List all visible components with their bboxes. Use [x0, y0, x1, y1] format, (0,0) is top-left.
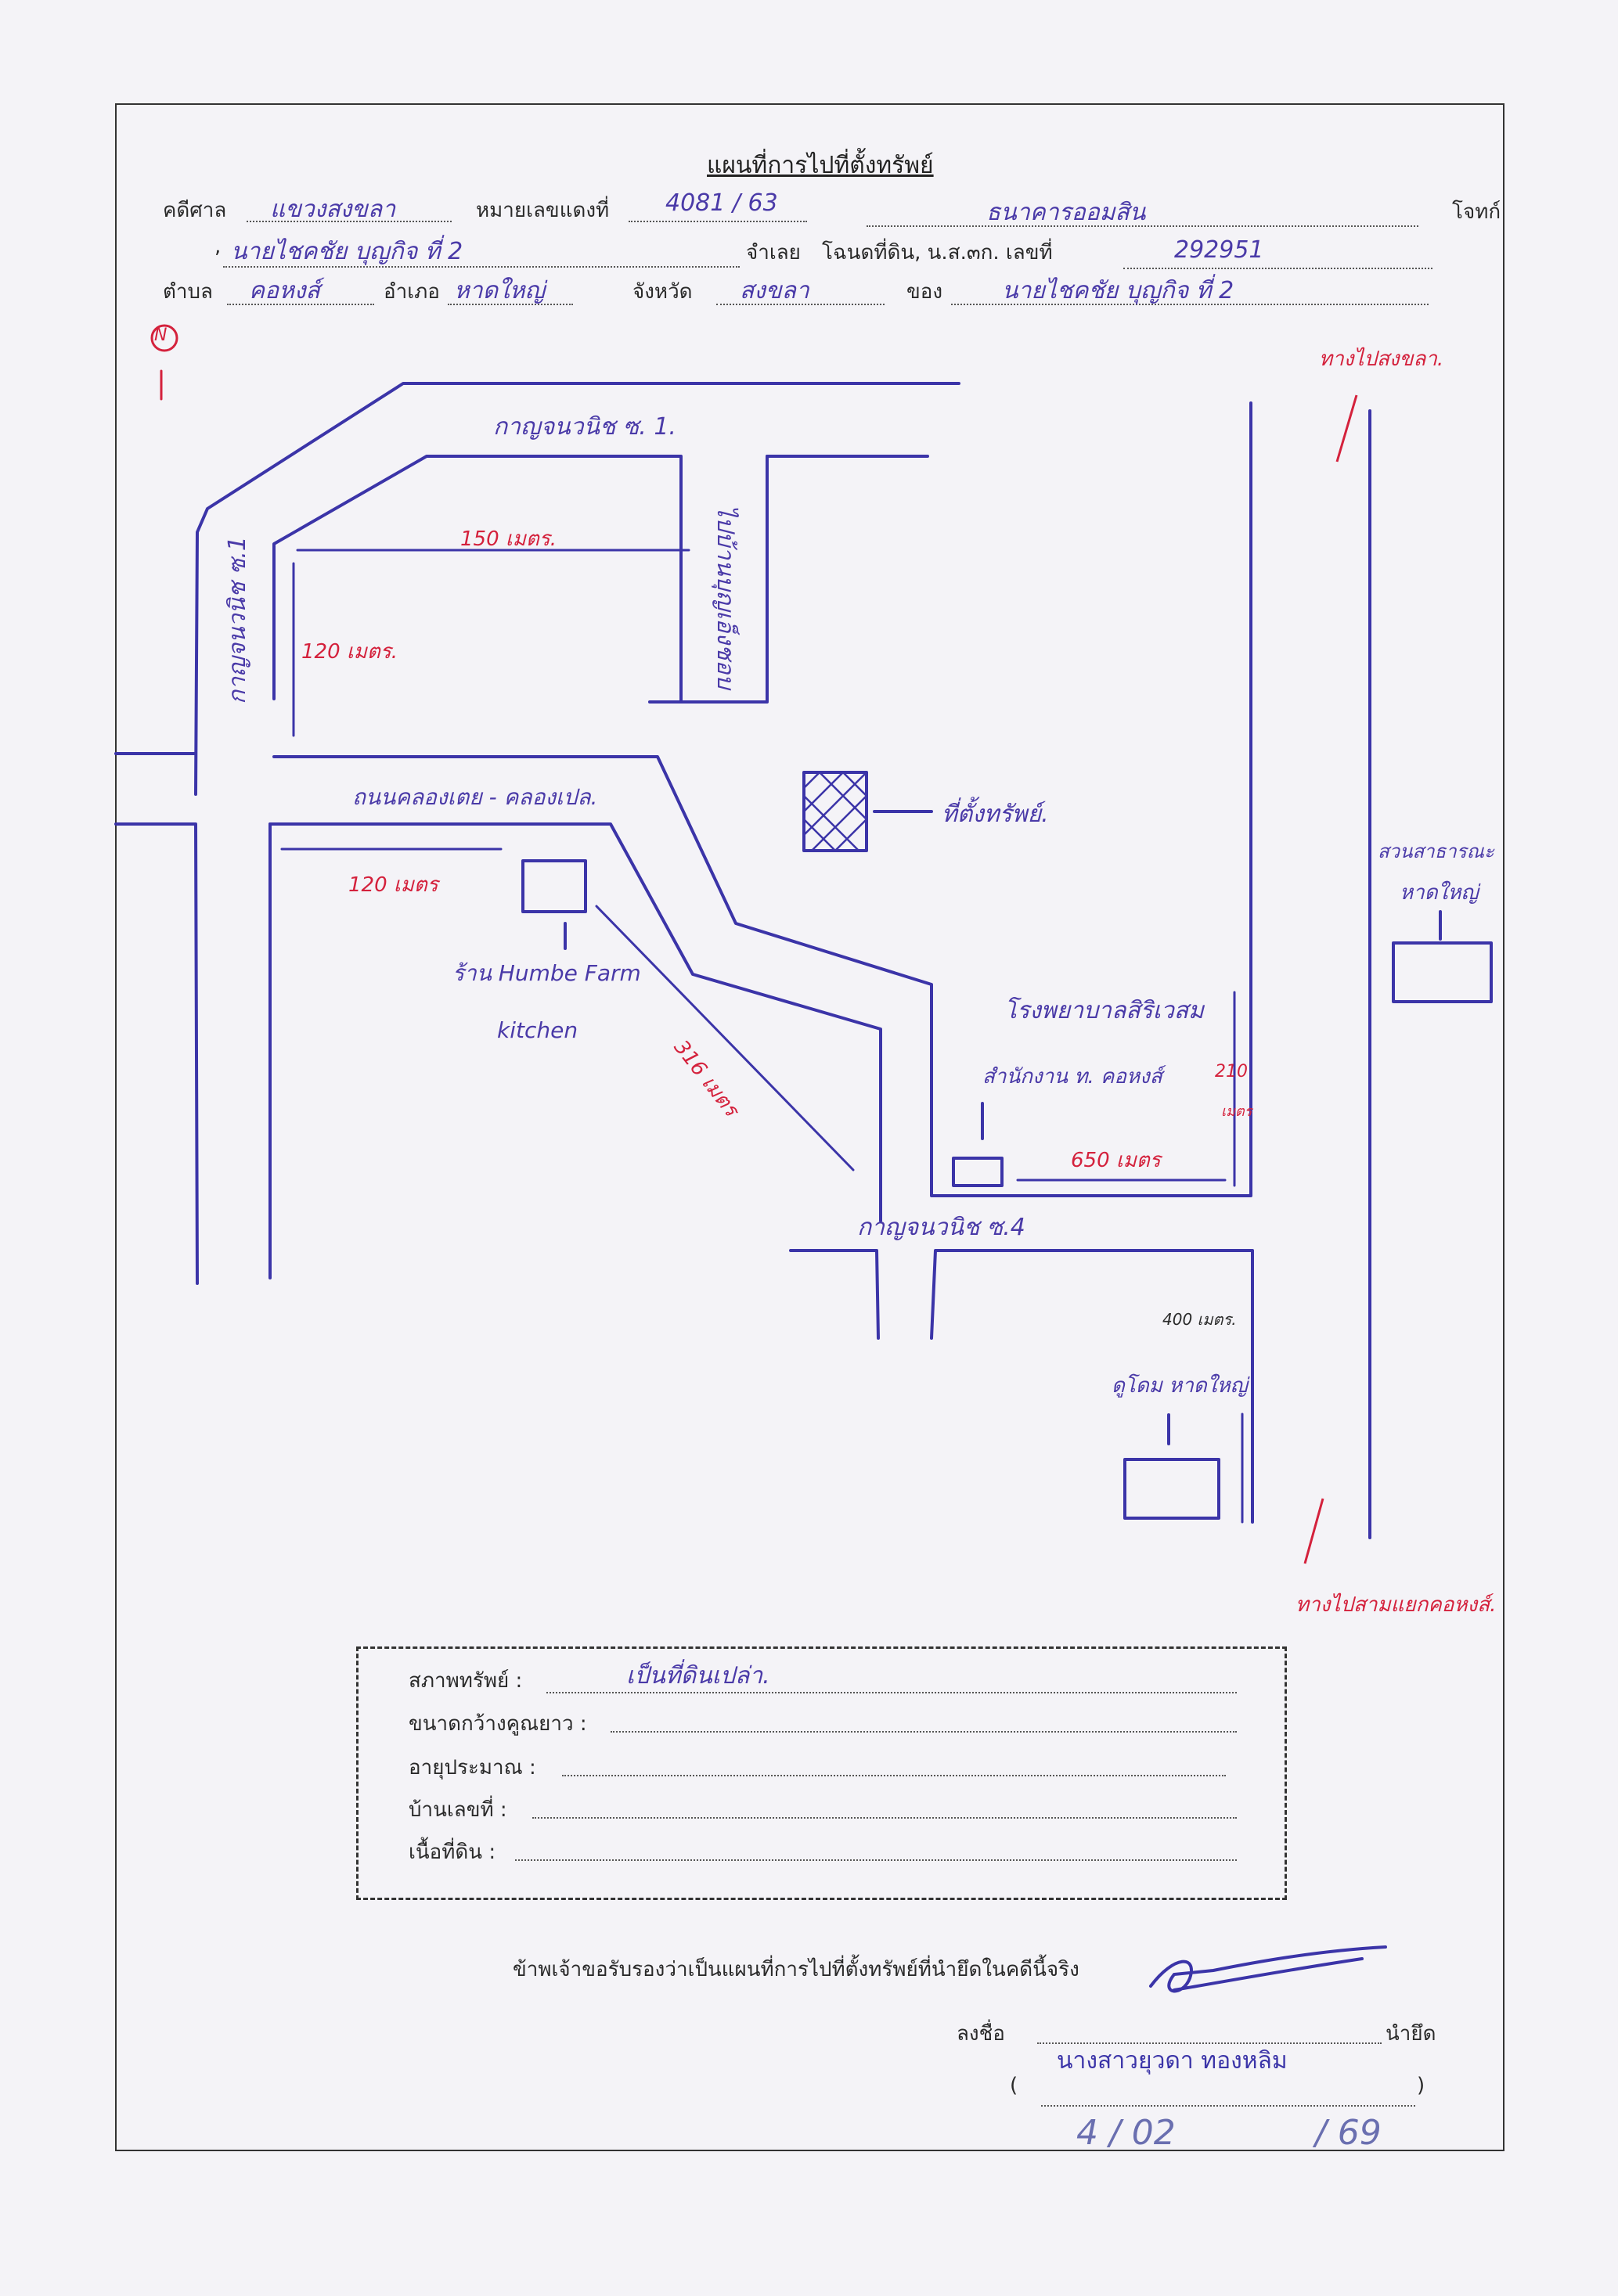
condition-value: เป็นที่ดินเปล่า. — [626, 1662, 770, 1690]
to-junction-label: ทางไปสามแยกคอหงส์. — [1295, 1593, 1497, 1617]
road-middle-lower — [268, 822, 882, 1222]
plaintiff-label: โจทก์ — [1452, 200, 1501, 224]
case-line — [629, 221, 807, 222]
road-top-outer — [194, 382, 960, 796]
district-value: หาดใหญ่ — [454, 277, 546, 304]
age-label: อายุประมาณ : — [409, 1756, 536, 1780]
age-line — [562, 1775, 1226, 1776]
seizer-label: นำยึด — [1386, 2022, 1436, 2046]
area-label: เนื้อที่ดิน : — [409, 1841, 496, 1864]
defendant-value: นายไชคชัย บุญกิจ ที่ 2 — [231, 238, 463, 265]
road-bottom-right — [930, 1249, 1254, 1524]
arrow-songkhla — [1335, 394, 1358, 462]
dist-210-unit: เมตร — [1221, 1103, 1252, 1120]
humble-farm-box — [521, 859, 587, 913]
subdistrict-line — [227, 304, 374, 305]
name-value: นางสาวยุวดา ทองหลิม — [1057, 2047, 1288, 2075]
area-line — [515, 1859, 1237, 1861]
road-vertical-right — [648, 455, 769, 704]
plaintiff-value: ธนาคารออมสิน — [986, 199, 1146, 226]
property-hatch — [802, 771, 868, 852]
document-frame — [115, 103, 1504, 2151]
deed-value: 292951 — [1174, 236, 1264, 264]
park-box — [1392, 941, 1493, 1003]
owner-line — [951, 304, 1429, 305]
name-line — [1041, 2105, 1415, 2107]
dist-120-lower-label: 120 เมตร — [348, 873, 438, 897]
dist-650-label: 650 เมตร — [1071, 1149, 1161, 1172]
house-line — [532, 1817, 1237, 1819]
case-label: หมายเลขแดงที่ — [476, 199, 610, 222]
road-top-label: กาญจนวนิช ซ. 1. — [493, 413, 676, 441]
province-line — [716, 304, 885, 305]
dist-150-label: 150 เมตร. — [460, 527, 557, 551]
case-value: 4081 / 63 — [665, 189, 778, 217]
dome-box — [1123, 1458, 1220, 1520]
court-label: คดีศาล — [163, 199, 227, 222]
sign-line — [1037, 2042, 1382, 2044]
court-value: แขวงสงขลา — [270, 196, 396, 223]
province-value: สงขลา — [740, 277, 809, 304]
humble-label: ร้าน Humbe Farm — [452, 960, 641, 986]
subdistrict-label: ตำบล — [163, 280, 213, 304]
size-line — [611, 1731, 1237, 1733]
road-top-inner — [272, 455, 683, 702]
road-left-label: กาญจนวนิช ซ.1 — [224, 536, 251, 704]
certify-text: ข้าพเจ้าขอรับรองว่าเป็นแผนที่การไปที่ตั้… — [513, 1958, 1079, 1981]
road-bottom-left — [789, 1249, 880, 1340]
province-label: จังหวัด — [632, 280, 693, 304]
road-bottom-label: กาญจนวนิช ซ.4 — [857, 1214, 1025, 1241]
house-label: บ้านเลขที่ : — [409, 1798, 507, 1822]
paren-close: ) — [1417, 2074, 1425, 2097]
court-line — [247, 221, 452, 222]
date-day: 4 / 02 — [1076, 2113, 1176, 2153]
hospital-label: โรงพยาบาลสิริเวสม — [1004, 997, 1204, 1024]
dim-diag — [595, 905, 855, 1171]
property-info-box — [356, 1646, 1287, 1900]
park-label: สวนสาธารณะ — [1378, 840, 1494, 862]
dist-210-label: 210 — [1215, 1062, 1248, 1081]
north-label: N — [154, 326, 168, 345]
deed-line — [1123, 268, 1432, 269]
road-middle — [272, 401, 1252, 1197]
dist-120-top-label: 120 เมตร. — [301, 640, 398, 664]
owner-value: นายไชคชัย บุญกิจ ที่ 2 — [1002, 277, 1234, 304]
plaintiff-line — [867, 225, 1418, 227]
road-middle-label: ถนนคลองเตย - คลองเปล. — [352, 784, 598, 810]
arrow-junction — [1303, 1498, 1324, 1564]
defendant-line — [223, 266, 740, 268]
road-left-lower — [114, 822, 199, 1285]
condition-label: สภาพทรัพย์ : — [409, 1669, 523, 1693]
hatyai-label: หาดใหญ่ — [1400, 881, 1479, 905]
district-label: อำเภอ — [384, 280, 440, 304]
district-office-box — [952, 1157, 1004, 1187]
kitchen-label: kitchen — [497, 1017, 578, 1043]
property-label: ที่ตั้งทรัพย์. — [942, 801, 1049, 828]
date-year: / 69 — [1315, 2113, 1382, 2153]
to-songkhla-label: ทางไปสงขลา. — [1319, 347, 1444, 371]
condition-line — [546, 1692, 1237, 1693]
district-line — [448, 304, 573, 305]
defendant-label: จำเลย — [746, 241, 801, 265]
document-title: แผนที่การไปที่ตั้งทรัพย์ — [707, 152, 934, 179]
road-vertical-label: ไปบ้านบุญเอ็งชอบ — [712, 505, 739, 689]
signature — [1149, 1945, 1387, 1993]
dome-label: ดูโดม หาดใหญ่ — [1112, 1374, 1248, 1398]
owner-label: ของ — [906, 280, 943, 304]
district-office-label: สำนักงาน ท. คอหงส์ — [982, 1065, 1162, 1089]
deed-label: โฉนดที่ดิน, น.ส.๓ก. เลขที่ — [822, 241, 1053, 265]
dist-400-label: 400 เมตร. — [1162, 1310, 1237, 1329]
size-label: ขนาดกว้างคูณยาว : — [409, 1712, 587, 1736]
north-circle — [150, 324, 178, 352]
subdistrict-value: คอหงส์ — [249, 277, 320, 304]
sign-label: ลงชื่อ — [957, 2022, 1005, 2046]
property-box — [802, 771, 868, 852]
paren-open: ( — [1010, 2074, 1018, 2097]
